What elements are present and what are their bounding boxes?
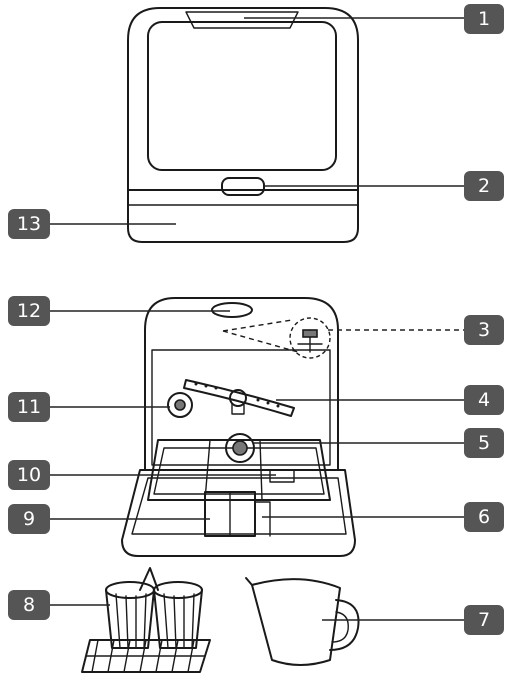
basket-rack	[147, 439, 331, 501]
dishwasher-body-closed	[127, 7, 359, 191]
callout-13-label: 13	[17, 213, 41, 235]
callout-9: 9	[8, 504, 50, 534]
cup-holder-right-top	[153, 581, 203, 599]
callout-8-label: 8	[23, 594, 35, 616]
dashed-line-lower	[222, 330, 299, 353]
open-door-tray	[121, 469, 356, 557]
lid-cap	[211, 302, 253, 318]
callout-4-label: 4	[478, 389, 490, 411]
center-filter	[225, 433, 255, 463]
callout-3: 3	[464, 315, 504, 345]
door-window	[147, 21, 337, 171]
callout-9-label: 9	[23, 508, 35, 530]
spray-arm-hub	[229, 389, 247, 407]
callout-4: 4	[464, 385, 504, 415]
door-tray-inner	[131, 477, 347, 535]
callout-2-label: 2	[478, 175, 490, 197]
cup-rack-accessory	[81, 567, 211, 673]
door-button	[221, 177, 265, 196]
callout-7: 7	[464, 605, 504, 635]
detergent-slot	[269, 469, 295, 483]
measuring-jug-accessory	[245, 577, 360, 666]
cup-rack-base-wires	[85, 639, 206, 673]
measuring-jug	[251, 578, 341, 666]
callout-2: 2	[464, 171, 504, 201]
nozzle-nut	[167, 392, 193, 418]
cup-rack-handle	[139, 567, 159, 591]
inner-cavity	[151, 349, 331, 466]
callout-5-label: 5	[478, 432, 490, 454]
callout-6-label: 6	[478, 506, 490, 528]
spray-arm	[183, 379, 295, 417]
callout-8: 8	[8, 590, 50, 620]
top-handle	[185, 11, 299, 29]
callout-10-label: 10	[17, 464, 41, 486]
basket-handle	[254, 501, 271, 537]
filter-top	[302, 329, 318, 338]
jug-spout	[245, 577, 253, 586]
callout-6: 6	[464, 502, 504, 532]
callout-11-label: 11	[17, 396, 41, 418]
callout-1-label: 1	[478, 8, 490, 30]
nozzle-nut-center	[174, 399, 186, 411]
callout-5: 5	[464, 428, 504, 458]
open-dishwasher	[121, 297, 356, 557]
callout-12: 12	[8, 296, 50, 326]
callout-13: 13	[8, 209, 50, 239]
dashed-line-upper	[222, 319, 293, 332]
closed-dishwasher	[127, 7, 359, 243]
cup-holder-left	[105, 589, 155, 649]
spray-arm-stem	[231, 403, 245, 415]
dishwasher-base	[127, 189, 359, 243]
filter-detail-circle	[289, 317, 331, 359]
callout-12-label: 12	[17, 300, 41, 322]
cup-holder-right	[153, 589, 203, 649]
jug-handle	[329, 599, 360, 651]
leader-lines	[50, 17, 464, 621]
callout-10: 10	[8, 460, 50, 490]
cup-rack-base	[81, 639, 211, 673]
callout-3-label: 3	[478, 319, 490, 341]
callout-7-label: 7	[478, 609, 490, 631]
cup-holder-left-top	[105, 581, 155, 599]
jug-handle-inner	[331, 611, 349, 643]
center-filter-core	[232, 440, 248, 456]
spray-arm-holes	[194, 382, 280, 408]
callout-11: 11	[8, 392, 50, 422]
callout-1: 1	[464, 4, 504, 34]
